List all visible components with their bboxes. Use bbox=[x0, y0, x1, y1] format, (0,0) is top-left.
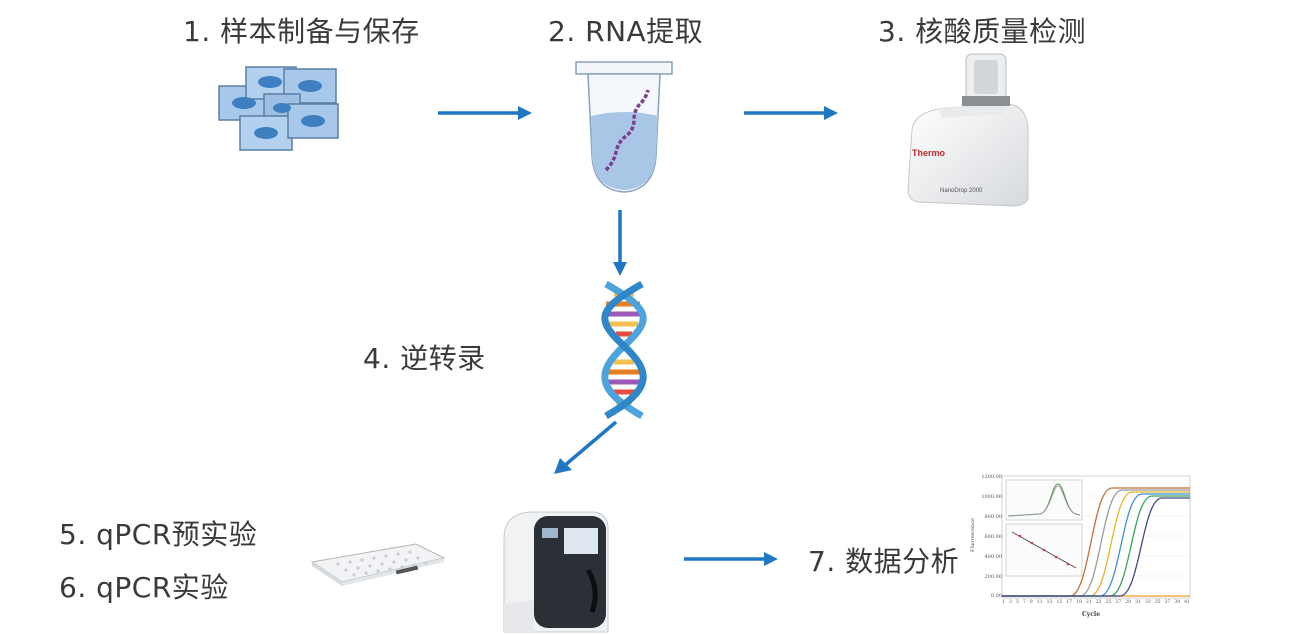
x-tick: 35 bbox=[1154, 600, 1161, 605]
x-tick: 31 bbox=[1135, 600, 1141, 605]
x-tick: 37 bbox=[1164, 600, 1171, 605]
pcr-plate-illustration bbox=[310, 543, 446, 586]
arrow-step2-to-step3 bbox=[744, 106, 838, 120]
x-tick: 27 bbox=[1115, 600, 1122, 605]
step-5-label: 5. qPCR预实验 bbox=[59, 518, 258, 551]
x-tick: 1 bbox=[1002, 600, 1005, 605]
x-tick: 15 bbox=[1056, 600, 1063, 605]
y-tick: 800.00 bbox=[984, 514, 1003, 520]
x-tick: 41 bbox=[1184, 600, 1190, 605]
x-tick: 21 bbox=[1085, 600, 1092, 605]
y-tick: 1200.00 bbox=[981, 474, 1002, 480]
step-2-label: 2. RNA提取 bbox=[548, 15, 704, 48]
x-tick: 25 bbox=[1105, 600, 1112, 605]
x-tick-labels: 1 3 5 7 9 11 13 15 17 19 21 23 25 27 29 … bbox=[1002, 600, 1190, 608]
x-tick: 9 bbox=[1029, 600, 1033, 605]
x-tick: 33 bbox=[1144, 600, 1151, 605]
x-tick: 13 bbox=[1046, 600, 1053, 605]
y-tick: 200.00 bbox=[984, 574, 1003, 580]
step-4-label: 4. 逆转录 bbox=[363, 342, 486, 375]
x-tick: 23 bbox=[1095, 600, 1102, 605]
cells-illustration bbox=[218, 66, 339, 151]
step-1-label: 1. 样本制备与保存 bbox=[183, 15, 420, 48]
amplification-plot: 1200.00 1000.00 800.00 600.00 400.00 200… bbox=[970, 472, 1196, 622]
arrow-step4-to-step5 bbox=[554, 420, 618, 474]
instrument-model: NanoDrop 2000 bbox=[940, 188, 983, 194]
arrow-step1-to-step2 bbox=[438, 106, 532, 120]
x-tick: 11 bbox=[1036, 600, 1043, 605]
x-tick: 7 bbox=[1022, 600, 1026, 605]
step-7-label: 7. 数据分析 bbox=[808, 545, 960, 578]
x-axis-label: Cycle bbox=[1082, 611, 1101, 618]
x-tick: 17 bbox=[1066, 600, 1073, 605]
rna-tube-illustration bbox=[575, 61, 673, 193]
y-axis-label: Fluorescence bbox=[969, 518, 976, 552]
x-tick: 5 bbox=[1015, 600, 1019, 605]
dna-helix-illustration bbox=[601, 280, 647, 420]
y-tick: 600.00 bbox=[984, 534, 1003, 540]
x-tick: 3 bbox=[1008, 600, 1012, 605]
y-tick: 400.00 bbox=[984, 554, 1003, 560]
x-tick: 29 bbox=[1125, 600, 1132, 605]
step-6-label: 6. qPCR实验 bbox=[59, 571, 229, 604]
x-tick: 39 bbox=[1174, 600, 1181, 605]
arrow-step6-to-step7 bbox=[684, 552, 778, 566]
arrow-step2-to-step4 bbox=[613, 210, 627, 276]
qpcr-instrument-illustration bbox=[503, 511, 609, 633]
y-tick: 0.00 bbox=[990, 593, 1002, 599]
instrument-brand: Thermo bbox=[912, 148, 946, 158]
step-3-label: 3. 核酸质量检测 bbox=[878, 15, 1087, 48]
x-tick: 19 bbox=[1076, 600, 1082, 605]
y-tick: 1000.00 bbox=[981, 494, 1002, 500]
spectrophotometer-illustration: Thermo NanoDrop 2000 bbox=[904, 52, 1032, 208]
